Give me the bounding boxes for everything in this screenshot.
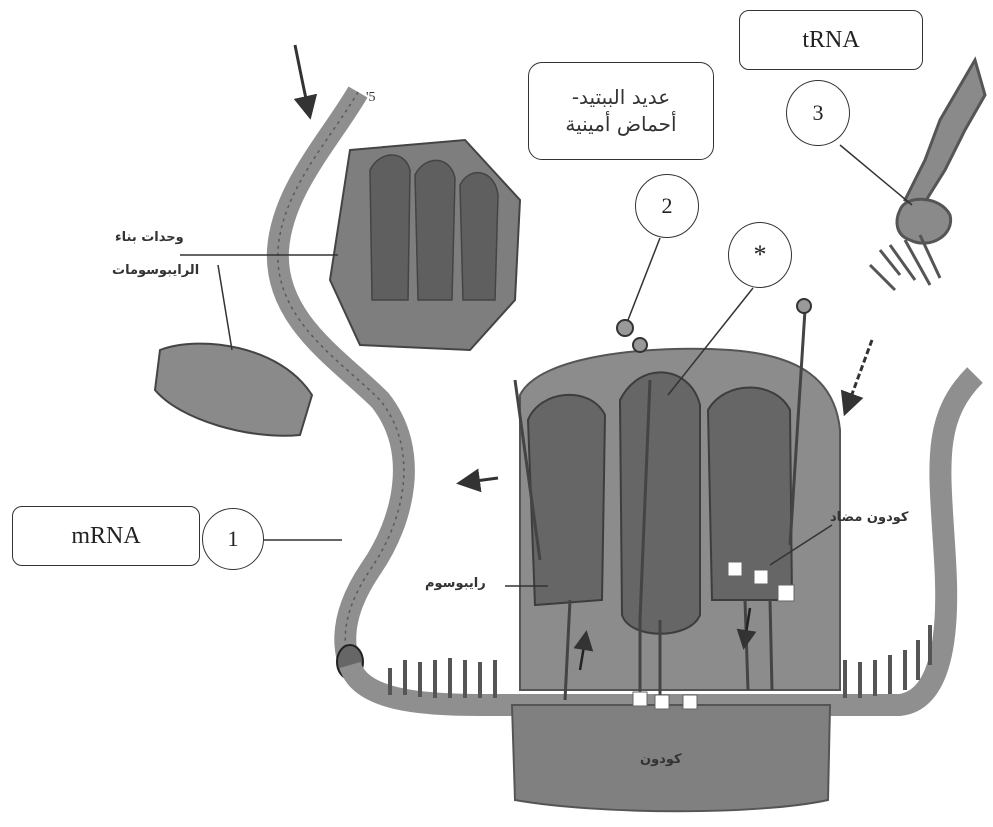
peptide-label-line2: أحماض أمينية: [565, 111, 676, 138]
site-right: [708, 388, 792, 601]
five-prime-label: 5': [366, 90, 376, 106]
ribosome-small-subunit: [155, 344, 312, 436]
subunits-label-line1: وحدات بناء: [115, 230, 184, 245]
codon-label: كودون: [640, 752, 682, 767]
site-left: [528, 395, 605, 605]
callout-line-3: [840, 145, 912, 205]
mrna-label-box: mRNA: [12, 506, 200, 566]
subunits-label-line2: الرايبوسومات: [112, 263, 199, 278]
ribosome-label: رايبوسوم: [425, 576, 486, 591]
anticodon-label: كودون مضاد: [830, 510, 909, 525]
callout-number-2: 2: [635, 174, 699, 238]
trna-label-box: tRNA: [739, 10, 923, 70]
exit-arrow: [468, 478, 498, 482]
callout-number-3: 3: [786, 80, 850, 146]
entry-arrow: [295, 45, 308, 108]
site-center: [620, 372, 700, 633]
trna-arrow: [848, 340, 872, 405]
callout-star: *: [728, 222, 792, 288]
trna-label: tRNA: [802, 27, 859, 54]
incoming-trna: [870, 60, 985, 290]
mrna-label: mRNA: [71, 523, 140, 550]
callout-number-1: 1: [202, 508, 264, 570]
peptide-label-box: عديد الببتيد- أحماض أمينية: [528, 62, 714, 160]
peptide-label-line1: عديد الببتيد-: [572, 84, 670, 111]
callout-line-2: [628, 238, 660, 320]
